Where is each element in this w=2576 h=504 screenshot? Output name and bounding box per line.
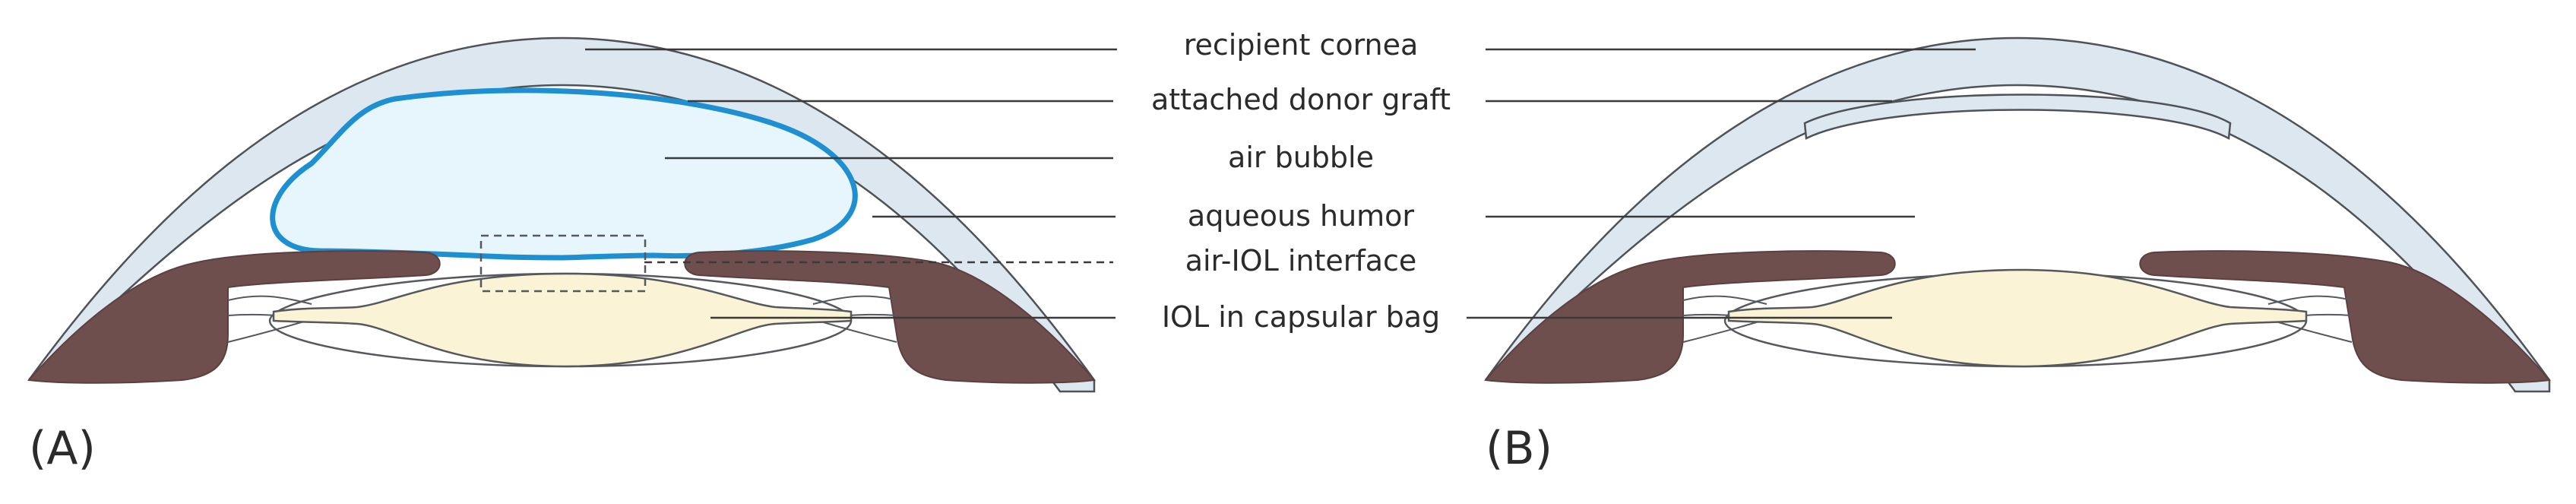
panel-label-b: (B) (1486, 422, 1552, 475)
label-donor-graft: attached donor graft (1151, 83, 1451, 116)
air-bubble-shape (270, 87, 858, 261)
iris-left-b (1484, 250, 1896, 384)
label-air-bubble: air bubble (1228, 141, 1374, 174)
air-iol-interface-box (479, 234, 647, 293)
label-air-iol-interface: air-IOL interface (1185, 244, 1417, 277)
panel-b (1484, 36, 2551, 393)
iris-right-b (2139, 250, 2551, 384)
labels: recipient cornea attached donor graft ai… (29, 28, 1552, 475)
iris-right-a (684, 250, 1096, 384)
panel-label-a: (A) (29, 422, 96, 475)
label-iol-capsular-bag: IOL in capsular bag (1162, 300, 1440, 334)
leader-lines (585, 48, 1976, 319)
label-aqueous-humor: aqueous humor (1188, 199, 1415, 233)
label-recipient-cornea: recipient cornea (1184, 28, 1419, 62)
iris-left-a (27, 250, 441, 384)
panel-a (27, 36, 1096, 393)
iol-b (1727, 268, 2308, 368)
donor-graft-b (1803, 94, 2232, 140)
iol-a (272, 272, 853, 368)
